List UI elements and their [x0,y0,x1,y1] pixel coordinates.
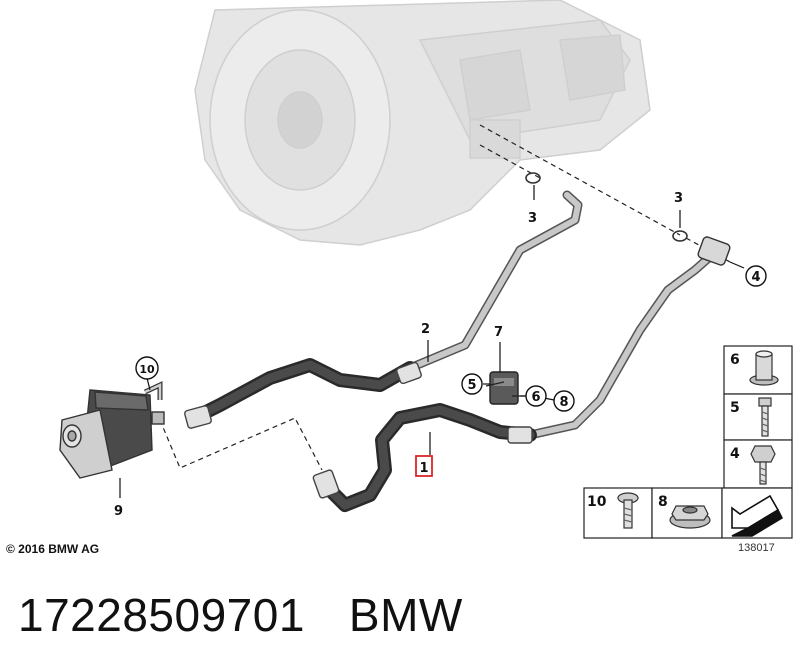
callout-3-left: 3 [528,211,537,226]
hex-bolt-4 [750,445,776,485]
parts-table-label-5: 5 [730,400,740,416]
callout-10: 10 [139,363,155,376]
callout-leader-lines [119,185,745,498]
callout-6: 6 [531,390,540,405]
footer-caption: 17228509701 BMW [18,588,463,642]
callout-7: 7 [494,325,503,340]
parts-table: 6 5 4 10 8 [583,345,793,539]
collar-nut-8 [669,505,711,529]
oil-cooler-line-2 [184,190,583,429]
torx-screw-10 [617,492,639,529]
line-holder-7 [485,371,530,405]
callout-1: 1 [419,461,428,476]
callout-10-circle: 10 [135,356,159,380]
callout-5: 5 [467,378,476,393]
callout-3-right: 3 [674,191,683,206]
oil-cooler-line-diagram: 3 3 4 2 7 5 6 8 1 10 9 6 5 4 10 8 [59,0,793,539]
callout-1-highlight[interactable]: 1 [415,455,433,477]
spacer-sleeve-6 [749,350,779,386]
parts-table-label-10: 10 [587,494,607,510]
transmission-oil-cooler-9 [59,381,165,479]
parts-table-label-4: 4 [730,446,740,462]
copyright-notice: © 2016 BMW AG [6,542,100,556]
diagram-reference-number: 138017 [738,542,775,554]
parts-table-label-6: 6 [730,352,740,368]
callout-8: 8 [559,395,568,410]
callout-8-circle: 8 [553,390,575,412]
assembly-dash-lines [159,124,731,471]
parts-arrow-icon [731,494,784,537]
callout-5-circle: 5 [461,373,483,395]
bolt-5 [758,397,772,437]
transmission-housing-ghost [194,0,651,246]
line-fitting-right [525,172,731,266]
callout-9: 9 [114,504,123,519]
brand-name: BMW [348,589,463,641]
callout-4: 4 [751,270,760,285]
callout-2: 2 [421,322,430,337]
part-number: 17228509701 [18,589,305,641]
parts-table-label-8: 8 [658,494,668,510]
oil-cooler-line-1 [312,250,717,512]
callout-6-circle: 6 [525,385,547,407]
callout-4-circle: 4 [745,265,767,287]
